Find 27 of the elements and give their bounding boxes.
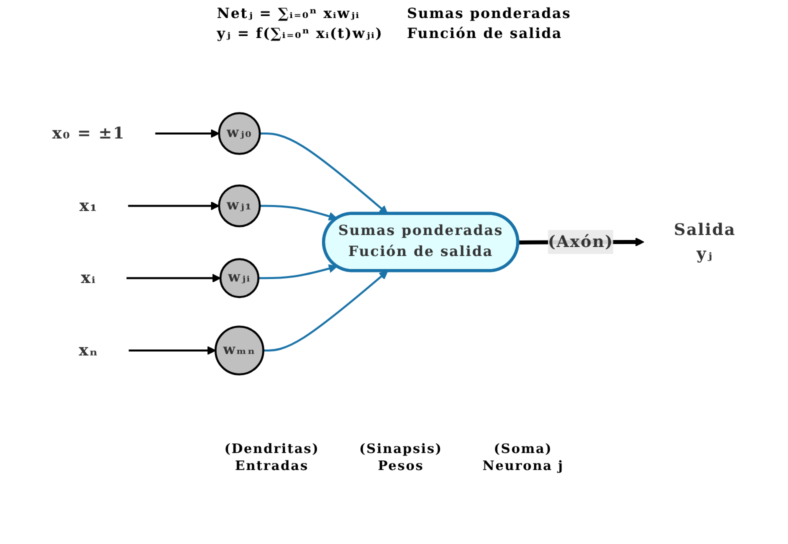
arrow [128,346,216,355]
arrow [128,201,220,210]
edge-label: (Axón) [548,232,614,252]
node-caption: (Soma) [494,442,552,457]
column-caption: (Sinapsis) [359,442,442,457]
arrow [155,129,220,138]
node-text: x₀ = ±1 [52,123,126,143]
node-circle: wₘₙ [214,326,264,376]
formula-caption: Función de salida [406,26,564,42]
formula-caption: Sumas ponderadas [406,6,572,22]
node-text: x₁ [79,196,98,215]
formula: Netⱼ = ∑ᵢ₌₀ⁿ xᵢwⱼᵢ [216,6,361,22]
arrow [260,204,338,221]
column-caption: (Dendritas) [224,442,320,457]
node-circle: wⱼ₁ [218,184,261,228]
arrow [258,264,338,280]
node-text: xₙ [78,340,99,360]
column-caption: Entradas [235,459,309,474]
node-circle: wⱼ₀ [218,112,261,155]
node-caption: Neurona j [482,459,564,474]
node-text: xᵢ [80,268,96,288]
column-caption: Pesos [378,459,424,474]
formula: yⱼ = f(∑ᵢ₌₀ⁿ xᵢ(t)wⱼᵢ) [216,26,383,42]
node-text: Salida yⱼ [674,220,736,264]
arrow [263,270,388,352]
node-circle: wⱼᵢ [219,258,260,298]
arrow [126,274,221,283]
